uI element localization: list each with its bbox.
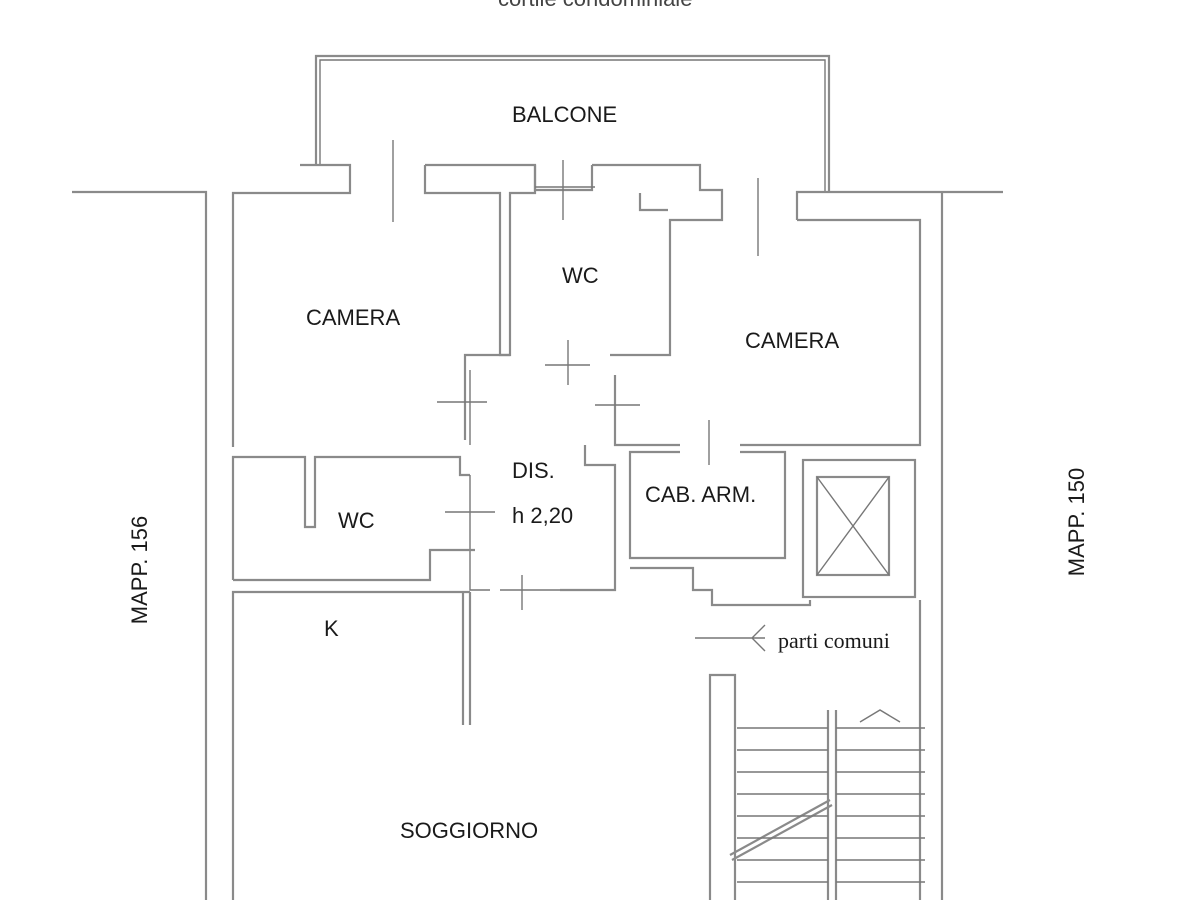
- mapp-156-label: MAPP. 156: [127, 515, 152, 625]
- balcony-railing: [314, 54, 831, 192]
- room-label-dis: DIS.: [512, 458, 555, 483]
- cab-arm-walls: [628, 450, 812, 607]
- room-label-camera-right: CAMERA: [745, 328, 840, 353]
- courtyard-label: cortile condominiale: [498, 0, 692, 12]
- mapp-150-label: MAPP. 150: [1064, 467, 1089, 577]
- parti-comuni-label: parti comuni: [778, 628, 890, 653]
- room-label-dis-height: h 2,20: [512, 503, 574, 528]
- elevator-shaft: [801, 458, 917, 599]
- room-label-wc-left: WC: [338, 508, 375, 533]
- room-label-camera-left: CAMERA: [306, 305, 401, 330]
- courtyard-label-text: cortile condominiale: [498, 0, 692, 11]
- dis-walls: [233, 370, 617, 725]
- room-label-kitchen: K: [324, 616, 339, 641]
- room-label-soggiorno: SOGGIORNO: [400, 818, 539, 843]
- exterior-walls: [72, 163, 1003, 900]
- door-marks: [392, 140, 759, 610]
- staircase: [708, 673, 925, 900]
- room-label-cab-arm: CAB. ARM.: [645, 482, 757, 507]
- parti-comuni-arrow: [695, 624, 766, 652]
- room-label-balcone: BALCONE: [512, 102, 618, 127]
- room-label-wc-top: WC: [562, 263, 599, 288]
